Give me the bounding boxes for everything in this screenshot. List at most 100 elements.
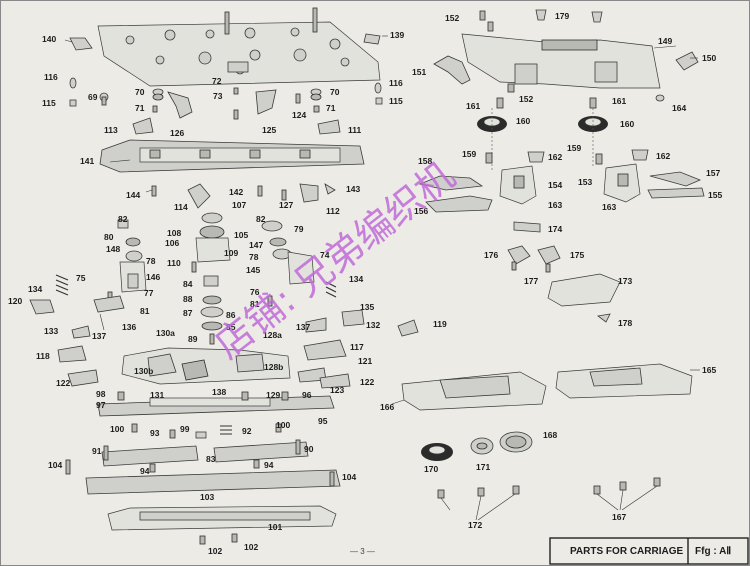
label-137b: 137 [296, 322, 310, 332]
label-131: 131 [150, 390, 164, 400]
label-102b: 102 [244, 542, 258, 552]
label-152b: 152 [519, 94, 533, 104]
label-126: 126 [170, 128, 184, 138]
label-108: 108 [167, 228, 181, 238]
label-128b: 128b [264, 362, 283, 372]
label-116a: 116 [44, 72, 58, 82]
label-174: 174 [548, 224, 562, 234]
part-101 [107, 505, 337, 545]
label-80: 80 [104, 232, 114, 242]
label-82b: 82 [256, 214, 266, 224]
label-88: 88 [183, 294, 193, 304]
label-142: 142 [229, 187, 243, 197]
label-171: 171 [476, 462, 490, 472]
label-98: 98 [96, 389, 106, 399]
label-132: 132 [366, 320, 380, 330]
label-86: 86 [226, 310, 236, 320]
label-91: 91 [92, 446, 102, 456]
part-139 [363, 33, 381, 45]
label-83: 83 [206, 454, 216, 464]
carriage-small-parts [433, 9, 699, 109]
label-130a: 130a [156, 328, 175, 338]
label-137a: 137 [92, 331, 106, 341]
label-129: 129 [266, 390, 280, 400]
label-138: 138 [212, 387, 226, 397]
label-166: 166 [380, 402, 394, 412]
part-slide-plates [101, 439, 309, 473]
label-121: 121 [358, 356, 372, 366]
part-141 [99, 139, 365, 173]
label-70b: 70 [330, 87, 340, 97]
label-149: 149 [658, 36, 672, 46]
label-103: 103 [200, 492, 214, 502]
label-162b: 162 [656, 151, 670, 161]
label-81b: 81 [250, 299, 260, 309]
label-175: 175 [570, 250, 584, 260]
label-141: 141 [80, 156, 94, 166]
label-177: 177 [524, 276, 538, 286]
small-parts-lower [131, 423, 282, 439]
label-107: 107 [232, 200, 246, 210]
leader-lines [64, 35, 700, 521]
label-94a: 94 [140, 466, 150, 476]
label-150: 150 [702, 53, 716, 63]
label-147: 147 [249, 240, 263, 250]
part-103 [65, 459, 341, 495]
label-152a: 152 [445, 13, 459, 23]
label-74: 74 [320, 250, 330, 260]
label-128a: 128a [263, 330, 282, 340]
side-parts [57, 339, 351, 389]
label-99: 99 [180, 424, 190, 434]
label-122a: 122 [56, 378, 70, 388]
label-115a: 115 [42, 98, 56, 108]
label-163b: 163 [602, 202, 616, 212]
label-145: 145 [246, 265, 260, 275]
label-160b: 160 [620, 119, 634, 129]
label-156: 156 [414, 206, 428, 216]
label-164: 164 [672, 103, 686, 113]
label-79: 79 [294, 224, 304, 234]
label-153: 153 [578, 177, 592, 187]
label-133: 133 [44, 326, 58, 336]
figure-number: Ffg : AⅡ [695, 546, 731, 557]
label-105: 105 [234, 230, 248, 240]
label-160a: 160 [516, 116, 530, 126]
label-144: 144 [126, 190, 140, 200]
label-100a: 100 [110, 424, 124, 434]
part-140 [69, 37, 93, 51]
label-89: 89 [188, 334, 198, 344]
label-71a: 71 [135, 103, 145, 113]
label-127: 127 [279, 200, 293, 210]
label-134a: 134 [28, 284, 42, 294]
page-number: — 3 — [350, 547, 375, 556]
label-151: 151 [412, 67, 426, 77]
part-166 [401, 371, 547, 411]
cam-assembly-right [261, 220, 365, 333]
label-101: 101 [268, 522, 282, 532]
label-117: 117 [350, 342, 364, 352]
label-148: 148 [106, 244, 120, 254]
cam-assembly-center [191, 212, 231, 345]
label-165: 165 [702, 365, 716, 375]
label-82a: 82 [118, 214, 128, 224]
part-130a-base [121, 347, 291, 385]
title-text: PARTS FOR CARRIAGE [570, 546, 683, 557]
label-78b: 78 [249, 252, 259, 262]
part-131-rail [97, 391, 335, 417]
part-173-group [397, 221, 621, 337]
label-162a: 162 [548, 152, 562, 162]
label-104a: 104 [48, 460, 62, 470]
label-69: 69 [88, 92, 98, 102]
cam-assembly-left [29, 219, 147, 339]
label-170: 170 [424, 464, 438, 474]
small-parts-mid [151, 183, 336, 209]
small-parts-upper [69, 77, 383, 135]
label-122b: 122 [360, 377, 374, 387]
label-143: 143 [346, 184, 360, 194]
label-87: 87 [183, 308, 193, 318]
label-158: 158 [418, 156, 432, 166]
label-140: 140 [42, 34, 56, 44]
label-157: 157 [706, 168, 720, 178]
label-130b: 130b [134, 366, 153, 376]
